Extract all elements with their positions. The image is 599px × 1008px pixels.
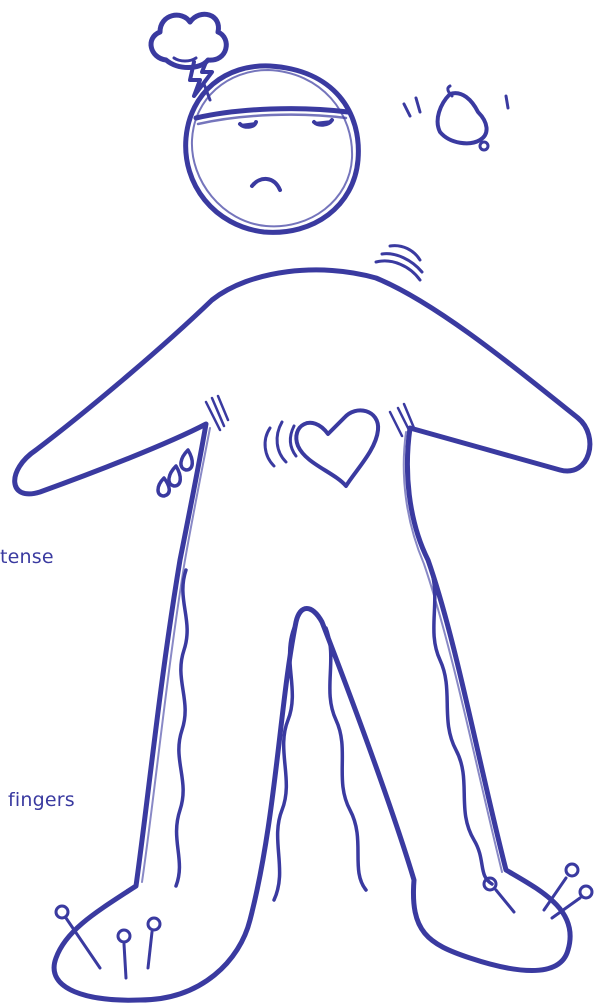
label-fingers: fingers (8, 791, 75, 810)
label-tense: tense (0, 548, 54, 567)
bell-icon (404, 86, 508, 150)
body-outline (15, 270, 590, 1000)
storm-cloud-icon (151, 14, 226, 67)
pins-and-needles-icon (56, 906, 160, 978)
head (186, 66, 359, 232)
beating-heart-icon (265, 410, 378, 486)
shoulder-motion-marks (376, 246, 422, 280)
sweat-drops-icon (158, 450, 192, 496)
